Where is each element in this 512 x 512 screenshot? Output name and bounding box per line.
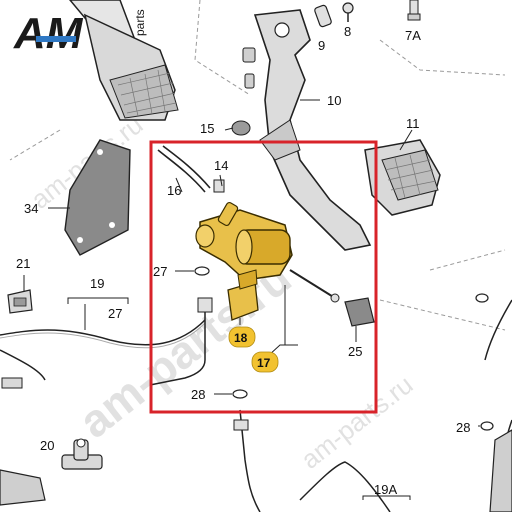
bracket-part-34 (64, 139, 131, 256)
callout-11: 11 (406, 116, 420, 131)
callout-27-left: 27 (108, 306, 122, 321)
callout-15: 15 (200, 121, 214, 136)
clutch-pedal-part (69, 0, 179, 121)
callout-28-right: 28 (456, 420, 470, 435)
callout-21: 21 (16, 256, 30, 271)
badge-17-label: 17 (257, 356, 271, 370)
callout-7a: 7A (405, 28, 421, 43)
connector-part-14 (213, 179, 225, 193)
dashed-guides (9, 0, 506, 331)
washer-part-right (475, 293, 494, 431)
hydraulic-line-19 (0, 305, 206, 386)
clip-part-12 (242, 47, 256, 89)
pin-part-9 (314, 4, 332, 28)
callout-25: 25 (348, 344, 362, 359)
fitting-part-left (1, 297, 213, 389)
highlight-frame (149, 140, 378, 414)
callout-19: 19 (90, 276, 104, 291)
am-parts-logo: AM parts (13, 9, 147, 58)
washer-part-27 (194, 266, 210, 276)
hose-part-16 (157, 145, 211, 193)
callout-34: 34 (24, 201, 38, 216)
clip-part-21 (7, 289, 33, 314)
logo-sub: parts (133, 9, 147, 36)
bracket-part-18 (227, 269, 259, 321)
watermark-bottom: am-parts.ru (295, 369, 418, 474)
tee-fitting-part-20 (61, 438, 103, 470)
logo-stripe (36, 36, 76, 42)
callout-8: 8 (344, 24, 351, 39)
brake-pedal-part (364, 139, 441, 216)
callout-16: 16 (167, 183, 181, 198)
cylinder-part-left-bottom (0, 469, 46, 506)
fitting-part-28-lower (233, 419, 249, 431)
washer-part-28 (232, 389, 248, 399)
bolt-part-8 (342, 2, 354, 22)
master-cylinder-part-17 (195, 201, 340, 303)
callout-28: 28 (191, 387, 205, 402)
callout-20: 20 (40, 438, 54, 453)
callout-14: 14 (214, 158, 228, 173)
badge-17: 17 (251, 351, 279, 373)
callout-19a: 19A (374, 482, 397, 497)
callout-9: 9 (318, 38, 325, 53)
badge-18-label: 18 (234, 331, 248, 345)
badge-18: 18 (228, 326, 256, 348)
slave-cylinder-part-right (489, 429, 512, 512)
callout-10: 10 (327, 93, 341, 108)
bolt-part-7a (407, 0, 421, 21)
hydraulic-line-19a (239, 409, 391, 512)
pedal-bracket-part (253, 9, 372, 251)
callout-27: 27 (153, 264, 167, 279)
clip-part-25 (344, 297, 375, 327)
logo-main: AM (13, 9, 84, 58)
bump-stop-part-15 (231, 120, 251, 136)
